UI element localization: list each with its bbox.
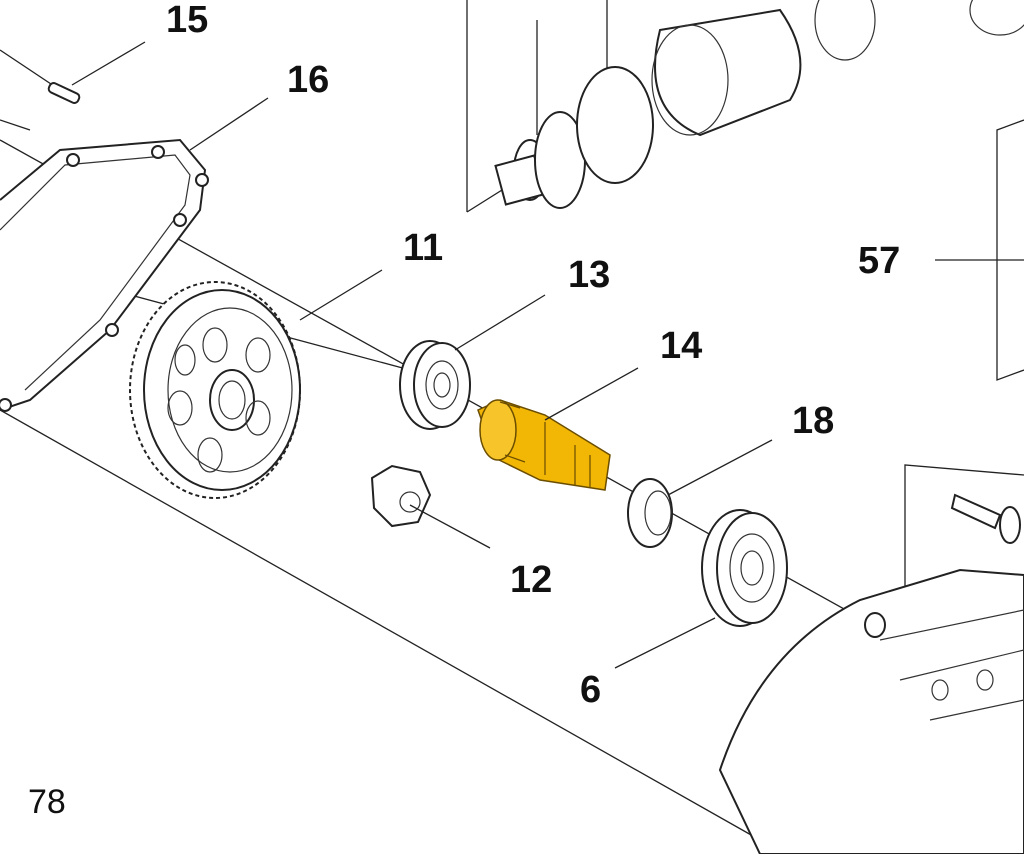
page-number: 78 <box>28 783 66 821</box>
callout-14[interactable]: 14 <box>660 325 702 367</box>
callout-18[interactable]: 18 <box>792 400 834 442</box>
callout-16[interactable]: 16 <box>287 59 329 101</box>
callout-15[interactable]: 15 <box>166 0 208 41</box>
housing-part <box>718 568 1024 854</box>
gasket-part-16 <box>0 138 209 412</box>
bearing-part-13 <box>399 340 471 430</box>
pin-part-15 <box>47 82 81 104</box>
top-cylinder-parts <box>494 0 1024 209</box>
callout-12[interactable]: 12 <box>510 559 552 601</box>
seal-part-18 <box>627 478 673 548</box>
screw-part <box>950 493 1021 544</box>
gear-part-11 <box>129 281 301 499</box>
callout-13[interactable]: 13 <box>568 254 610 296</box>
group-bracket-housing <box>904 464 1024 640</box>
nut-part-12 <box>370 464 432 528</box>
callout-11[interactable]: 11 <box>403 227 443 269</box>
leader-lines <box>71 41 773 669</box>
callout-6[interactable]: 6 <box>580 669 601 711</box>
bearing-part-6 <box>701 509 788 627</box>
group-bracket-57 <box>935 119 1024 381</box>
shaft-part-14-highlighted <box>477 399 611 491</box>
callout-57[interactable]: 57 <box>858 240 900 282</box>
